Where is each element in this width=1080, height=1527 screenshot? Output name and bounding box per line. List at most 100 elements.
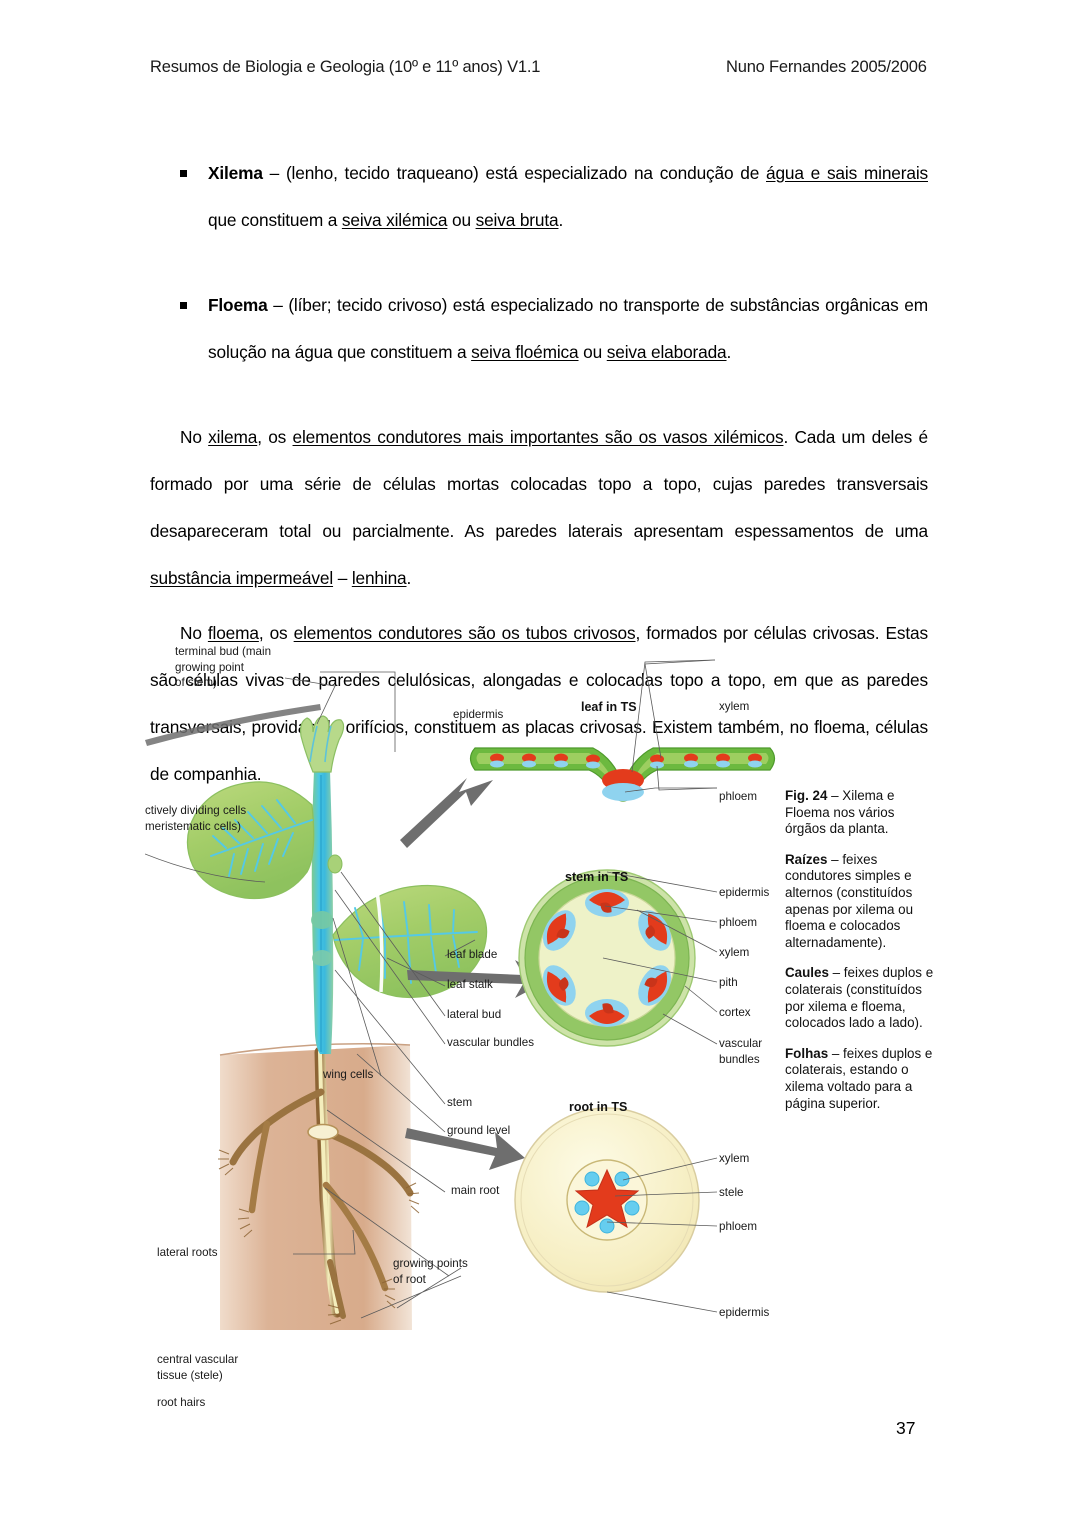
text-seg: (líber; tecido crivoso) está especializa…	[208, 295, 928, 362]
underlined-seiva-floemica: seiva floémica	[471, 342, 579, 362]
root-ts-diagram	[514, 1107, 718, 1313]
label-wing-cells: wing cells	[323, 1068, 374, 1081]
label-lateral-bud: lateral bud	[447, 1008, 502, 1021]
term-xilema: Xilema	[208, 163, 263, 183]
figure-24: terminal bud (main growing point of stem…	[145, 640, 937, 1409]
underlined-floema: floema	[207, 623, 259, 643]
paragraph-xilema: No xilema, os elementos condutores mais …	[150, 414, 928, 602]
plant-stem	[311, 770, 334, 1054]
header-right-author: Nuno Fernandes 2005/2006	[726, 58, 927, 76]
term-floema: Floema	[208, 295, 268, 315]
caption-caules: Caules – feixes duplos e colaterais (con…	[785, 965, 937, 1031]
underlined-agua-sais-minerais: água e sais minerais	[766, 163, 928, 183]
root-system	[229, 1046, 414, 1319]
text-seg: . Cada um deles é formado por uma série …	[150, 427, 928, 541]
leaf-ts-diagram	[320, 659, 776, 802]
body-text: Xilema – (lenho, tecido traqueano) está …	[150, 150, 928, 806]
label-stem-ts-pith: pith	[719, 976, 738, 989]
text-seg: , os	[258, 623, 294, 643]
label-terminal-bud: terminal bud (main growing point of stem…	[175, 645, 272, 689]
arrow-to-leaf-ts	[400, 778, 493, 848]
dash: –	[267, 295, 289, 315]
text-seg: No	[180, 623, 208, 643]
page-number: 37	[896, 1418, 916, 1438]
bullet-square-icon	[180, 170, 187, 177]
label-root-ts-epidermis: epidermis	[719, 1306, 770, 1319]
text-seg: ou	[447, 210, 476, 230]
lateral-bud-shape	[327, 854, 343, 874]
label-leaf-ts-epidermis: epidermis	[453, 708, 504, 721]
text-seg: (lenho, tecido traqueano) está especiali…	[285, 163, 766, 183]
text-seg: No	[180, 427, 209, 447]
caption-raizes-label: Raízes	[785, 851, 828, 867]
text-seg: .	[558, 210, 564, 230]
caption-fig-text: – Xilema e Floema nos vários órgãos da p…	[785, 788, 895, 837]
caption-fig24: Fig. 24 – Xilema e Floema nos vários órg…	[785, 788, 937, 838]
stem-ts-diagram	[518, 869, 718, 1047]
soil-block	[219, 1042, 412, 1330]
caption-fig-label: Fig. 24	[785, 788, 828, 803]
label-leaf-ts-xylem: xylem	[719, 700, 750, 713]
caption-caules-label: Caules	[785, 965, 829, 981]
pointer-arrows	[145, 704, 549, 1170]
root-hairs-icon	[218, 1149, 420, 1325]
upper-leaf	[186, 781, 315, 900]
text-seg: ou	[578, 342, 607, 362]
label-vascular-bundles: vascular bundles	[447, 1036, 535, 1049]
title-stem-in-ts: stem in TS	[565, 870, 629, 884]
arrow-to-stem-ts	[407, 960, 549, 998]
figure-caption: Fig. 24 – Xilema e Floema nos vários órg…	[785, 788, 937, 1126]
underlined-seiva-elaborada: seiva elaborada	[606, 342, 727, 362]
caption-folhas-text: – feixes duplos e colaterais, estando o …	[785, 1045, 933, 1111]
label-ground-level: ground level	[447, 1124, 511, 1137]
label-root-ts-stele: stele	[719, 1186, 744, 1199]
bullet-item-xilema: Xilema – (lenho, tecido traqueano) está …	[150, 150, 928, 244]
caption-folhas-label: Folhas	[785, 1045, 829, 1061]
underlined-lenhina: lenhina	[351, 568, 407, 588]
label-stem-ts-xylem: xylem	[719, 946, 750, 959]
label-leaf-ts-phloem: phloem	[719, 790, 758, 803]
underlined-seiva-bruta: seiva bruta	[475, 210, 559, 230]
label-leaf-stalk: leaf stalk	[447, 978, 493, 991]
terminal-bud	[300, 715, 345, 773]
underlined-substancia-impermeavel: substância impermeável	[150, 568, 334, 588]
caption-raizes: Raízes – feixes condutores simples e alt…	[785, 852, 937, 952]
label-stem-ts-phloem: phloem	[719, 916, 758, 929]
text-seg: –	[333, 568, 352, 588]
underlined-xilema: xilema	[208, 427, 258, 447]
xylem-star	[574, 1168, 640, 1229]
text-seg: que constituem a	[208, 210, 342, 230]
label-stem: stem	[447, 1096, 473, 1109]
stem-vascular-bundles	[542, 889, 672, 1027]
arrow-to-root-ts	[405, 1128, 525, 1170]
leaf-bundles	[490, 753, 762, 801]
text-seg: .	[406, 568, 412, 588]
caption-raizes-text: – feixes condutores simples e alternos (…	[785, 851, 914, 950]
label-lateral-roots: lateral roots	[157, 1246, 218, 1259]
underlined-tubos-crivosos: elementos condutores são os tubos crivos…	[293, 623, 636, 643]
pointer-curve-top	[145, 704, 321, 746]
label-root-ts-phloem: phloem	[719, 1220, 758, 1233]
label-stem-ts-cortex: cortex	[719, 1006, 751, 1019]
plant-diagram-illustration: terminal bud (main growing point of stem…	[145, 640, 790, 1409]
title-root-in-ts: root in TS	[569, 1100, 628, 1114]
text-seg: .	[726, 342, 732, 362]
text-seg: , os	[257, 427, 293, 447]
caption-caules-text: – feixes duplos e colaterais (constituíd…	[785, 965, 934, 1031]
label-leaf-blade: leaf blade	[447, 948, 498, 961]
leader-lines-plant	[145, 677, 476, 1319]
label-growing-points-of-root: growing points of root	[393, 1257, 468, 1286]
caption-folhas: Folhas – feixes duplos e colaterais, est…	[785, 1046, 937, 1112]
bullet-square-icon	[180, 302, 187, 309]
label-main-root: main root	[451, 1184, 500, 1197]
title-leaf-in-ts: leaf in TS	[581, 700, 637, 714]
label-root-ts-xylem: xylem	[719, 1152, 750, 1165]
label-stem-ts-vascular-bundles: vascular bundles	[719, 1037, 763, 1066]
bullet-item-floema: Floema – (líber; tecido crivoso) está es…	[150, 282, 928, 376]
underlined-seiva-xilemica: seiva xilémica	[341, 210, 448, 230]
label-root-hairs: root hairs	[157, 1396, 206, 1409]
label-stem-ts-epidermis: epidermis	[719, 886, 770, 899]
paragraph-floema: No floema, os elementos condutores são o…	[150, 610, 928, 798]
label-central-vascular-tissue: central vascular tissue (stele)	[157, 1353, 239, 1382]
